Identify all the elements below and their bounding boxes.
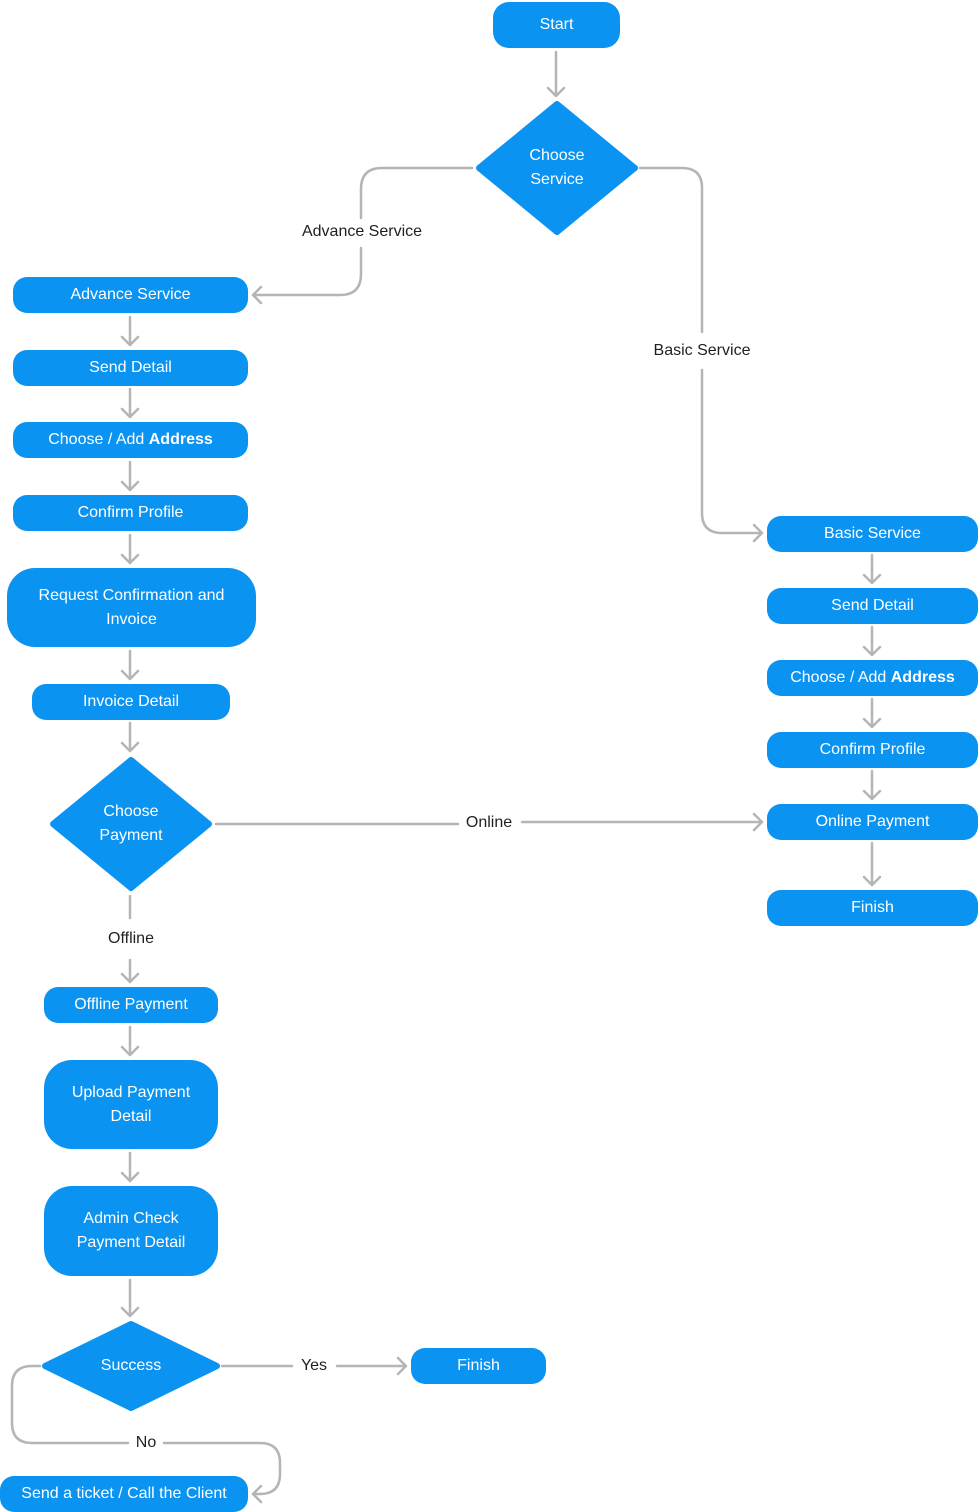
node-upload-payment-detail: Upload Payment Detail: [44, 1060, 218, 1149]
node-online-payment-label: Online Payment: [815, 813, 930, 830]
connector-confirm-profile-to-request: [120, 533, 140, 565]
node-basic-choose-address: Choose / Add Address: [767, 660, 978, 696]
node-send-ticket-label: Send a ticket / Call the Client: [21, 1485, 227, 1502]
connector-choose-payment-online: [214, 812, 764, 832]
connector-online-payment-to-finish: [862, 841, 882, 887]
node-request-confirmation: Request Confirmation and Invoice: [7, 568, 256, 647]
node-basic-choose-address-label: Choose / Add: [790, 669, 891, 686]
node-request-confirmation-label: Request Confirmation and Invoice: [38, 586, 225, 628]
node-adv-choose-address-label: Choose / Add: [48, 431, 149, 448]
node-basic-service-label: Basic Service: [824, 525, 921, 542]
node-admin-check-payment: Admin Check Payment Detail: [44, 1186, 218, 1276]
node-upload-payment-detail-label: Upload Payment Detail: [71, 1083, 191, 1125]
connector-offline-to-upload: [120, 1025, 140, 1057]
node-adv-send-detail: Send Detail: [13, 350, 248, 386]
connector-choose-service-to-advance-service: [251, 166, 474, 305]
node-adv-confirm-profile: Confirm Profile: [13, 495, 248, 531]
edge-label-online: Online: [459, 813, 519, 833]
node-basic-send-detail-label: Send Detail: [831, 597, 914, 614]
decision-choose-payment-label-2: Payment: [99, 827, 163, 844]
node-adv-choose-address: Choose / Add Address: [13, 422, 248, 458]
node-start: Start: [493, 2, 620, 48]
connector-basic-choose-to-confirm: [862, 697, 882, 729]
connector-advance-to-send-detail: [120, 315, 140, 347]
connector-admin-check-to-success: [120, 1278, 140, 1318]
connector-choose-payment-offline: [120, 894, 140, 984]
node-adv-send-detail-label: Send Detail: [89, 359, 172, 376]
edge-label-no: No: [129, 1433, 163, 1453]
node-advance-service-label: Advance Service: [70, 286, 191, 303]
connector-upload-to-admin-check: [120, 1151, 140, 1183]
node-adv-choose-address-bold: Address: [148, 431, 213, 448]
decision-choose-payment-label-1: Choose: [103, 803, 159, 820]
decision-choose-service-label-2: Service: [530, 171, 584, 188]
node-offline-payment-label: Offline Payment: [74, 996, 188, 1013]
decision-choose-service-label-1: Choose: [529, 147, 585, 164]
connector-success-yes-to-finish: [220, 1356, 408, 1376]
node-invoice-detail: Invoice Detail: [32, 684, 230, 720]
connector-start-to-choose-service: [546, 50, 566, 98]
node-basic-send-detail: Send Detail: [767, 588, 978, 624]
connector-basic-send-to-choose-address: [862, 625, 882, 657]
decision-success: Success: [42, 1321, 220, 1411]
connector-choose-service-to-basic-service: [638, 166, 764, 543]
node-online-payment: Online Payment: [767, 804, 978, 840]
connector-basic-confirm-to-online-payment: [862, 769, 882, 801]
edge-label-yes: Yes: [294, 1356, 334, 1376]
node-finish-basic-label: Finish: [851, 899, 894, 916]
connector-basic-to-send-detail: [862, 553, 882, 585]
node-finish-basic: Finish: [767, 890, 978, 926]
node-basic-confirm-profile: Confirm Profile: [767, 732, 978, 768]
node-admin-check-payment-label: Admin Check Payment Detail: [76, 1210, 186, 1251]
edge-label-basic-service: Basic Service: [647, 341, 757, 361]
decision-success-label: Success: [100, 1357, 162, 1374]
node-finish-success-label: Finish: [457, 1357, 500, 1374]
connector-invoice-to-choose-payment: [120, 721, 140, 753]
node-basic-choose-address-bold: Address: [890, 669, 955, 686]
node-start-label: Start: [539, 16, 574, 33]
connector-request-to-invoice-detail: [120, 649, 140, 681]
node-send-ticket: Send a ticket / Call the Client: [0, 1476, 248, 1512]
node-advance-service: Advance Service: [13, 277, 248, 313]
edge-label-advance-service: Advance Service: [295, 222, 429, 242]
connector-send-detail-to-choose-address: [120, 387, 140, 419]
node-adv-confirm-profile-label: Confirm Profile: [77, 504, 184, 521]
connector-choose-address-to-confirm-profile: [120, 460, 140, 492]
node-invoice-detail-label: Invoice Detail: [82, 693, 180, 710]
edge-label-offline: Offline: [102, 929, 160, 949]
node-basic-service: Basic Service: [767, 516, 978, 552]
connector-success-no-to-ticket: [10, 1364, 282, 1504]
node-finish-success: Finish: [411, 1348, 546, 1384]
node-offline-payment: Offline Payment: [44, 987, 218, 1023]
node-basic-confirm-profile-label: Confirm Profile: [819, 741, 926, 758]
